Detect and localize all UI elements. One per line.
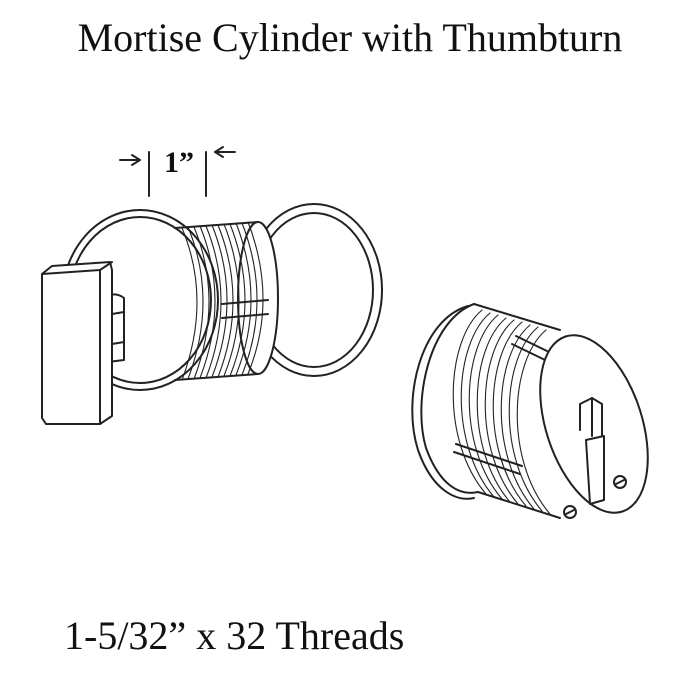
thumbturn [41, 261, 125, 425]
rear-flange [411, 303, 479, 500]
dimension-label: 1” [164, 146, 194, 179]
page-title: Mortise Cylinder with Thumbturn [77, 15, 623, 60]
rear-threaded-body [452, 303, 579, 519]
thread-spec-caption: 1-5/32” x 32 Threads [64, 613, 405, 658]
threaded-body [174, 221, 279, 381]
rear-face [539, 334, 649, 519]
dimension-marker [119, 146, 236, 197]
